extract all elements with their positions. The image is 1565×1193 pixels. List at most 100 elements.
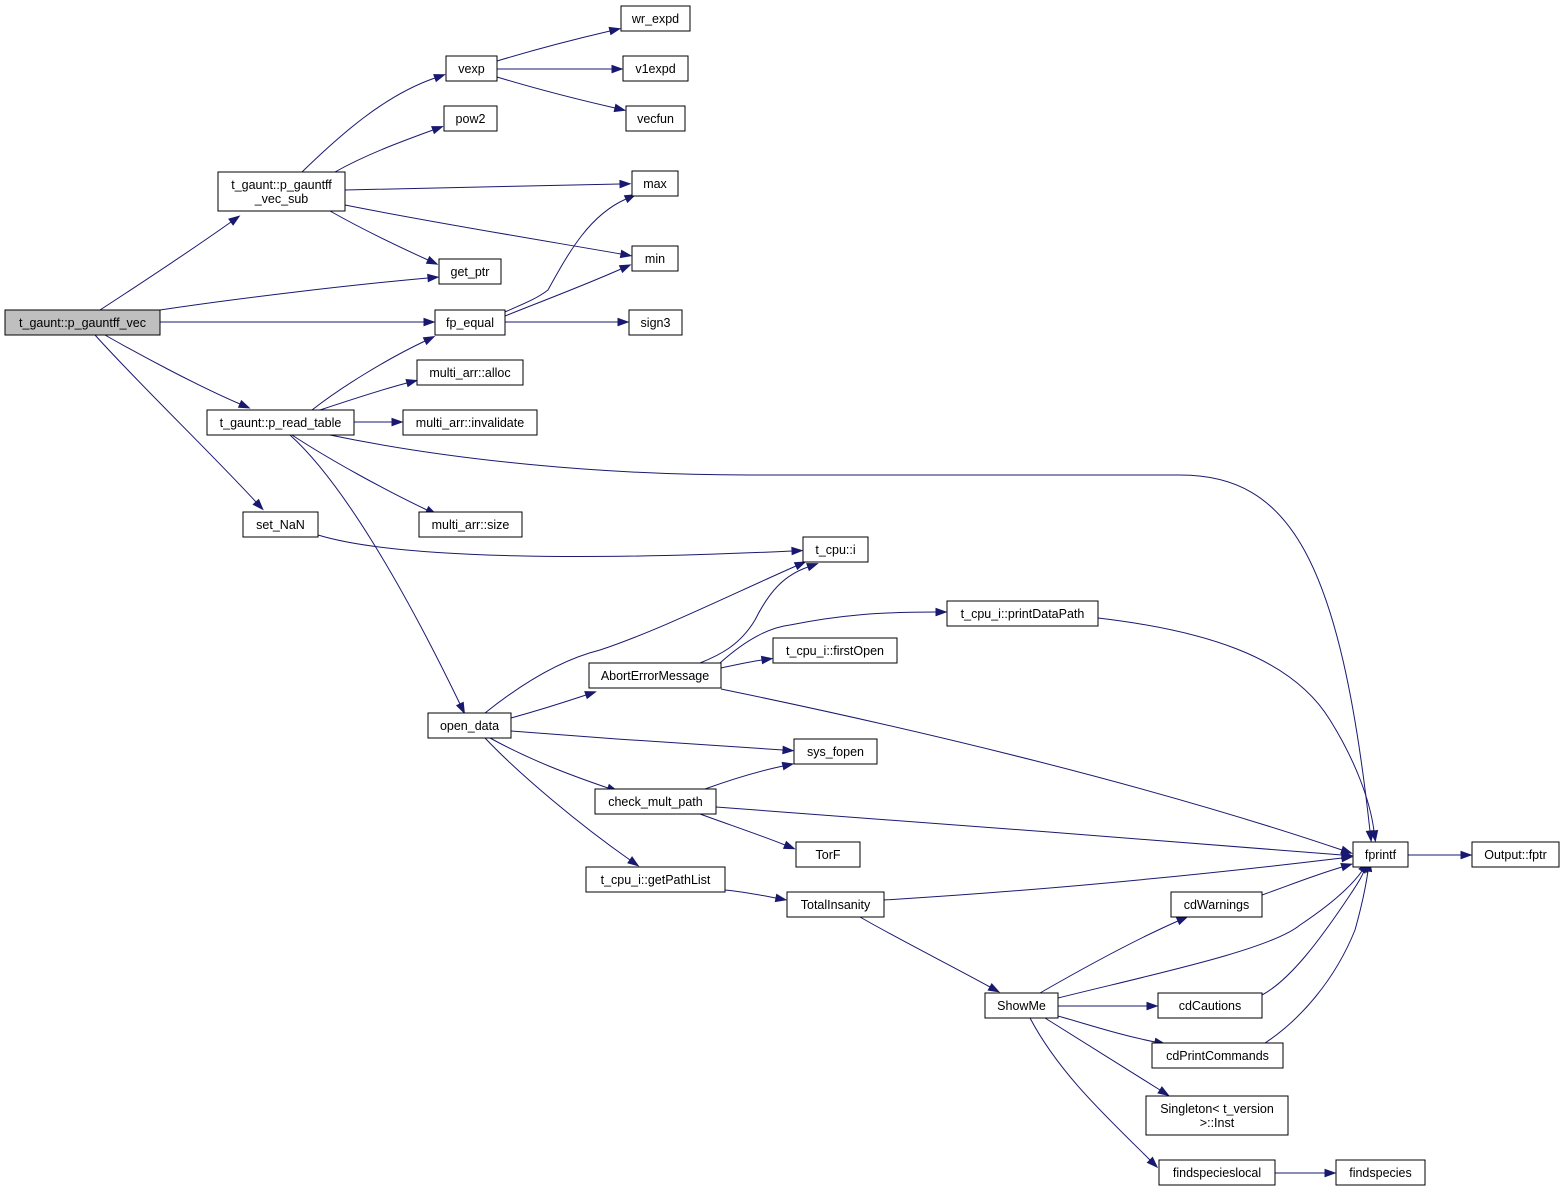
node-finds[interactable]: findspecies [1335, 1159, 1426, 1186]
node-box [802, 536, 869, 563]
node-getptr[interactable]: get_ptr [438, 258, 502, 285]
node-cdwarn[interactable]: cdWarnings [1170, 891, 1263, 918]
node-label: vexp [458, 62, 484, 76]
node-box [631, 170, 679, 197]
node-box [1158, 1159, 1276, 1186]
edge-line [1261, 866, 1343, 896]
node-box [786, 891, 885, 918]
node-cdcaut[interactable]: cdCautions [1157, 992, 1263, 1019]
node-opendata[interactable]: open_data [427, 712, 512, 739]
edge-sub-max [344, 179, 632, 191]
node-abort[interactable]: AbortErrorMessage [588, 662, 722, 689]
edge-arrowhead [1340, 853, 1354, 863]
edge-arrowhead [425, 255, 439, 265]
node-vexp[interactable]: vexp [445, 55, 498, 82]
node-label: findspecieslocal [1173, 1166, 1261, 1180]
node-root[interactable]: t_gaunt::p_gauntff_vec [4, 309, 161, 336]
node-box [793, 738, 878, 765]
node-box [1335, 1159, 1426, 1186]
edge-arrowhead [791, 546, 804, 556]
edge-checkmult-torf [699, 813, 796, 850]
edge-root-getptr [159, 273, 440, 311]
node-box [984, 992, 1059, 1019]
edge-line [724, 889, 777, 899]
node-size[interactable]: multi_arr::size [418, 511, 523, 538]
node-sign3[interactable]: sign3 [628, 309, 683, 336]
edge-line [883, 857, 1343, 901]
node-fprintf[interactable]: fprintf [1352, 841, 1409, 868]
node-v1[interactable]: v1expd [622, 55, 689, 82]
node-label: pow2 [456, 112, 486, 126]
edge-line [291, 434, 428, 511]
node-box [622, 55, 689, 82]
edge-line [1039, 920, 1179, 994]
node-box [946, 600, 1099, 627]
edge-vexp-wr [496, 26, 622, 62]
node-singleton[interactable]: Singleton< t_version>::Inst [1145, 1095, 1289, 1136]
node-label: max [643, 177, 667, 191]
node-wr[interactable]: wr_expd [620, 5, 691, 32]
node-getpath[interactable]: t_cpu_i::getPathList [585, 866, 726, 893]
node-findsl[interactable]: findspecieslocal [1158, 1159, 1276, 1186]
edge-arrowhead [619, 249, 633, 259]
edge-arrowhead [627, 856, 640, 867]
node-box [1151, 1042, 1284, 1069]
edge-arrowhead [987, 982, 1001, 993]
node-readtable[interactable]: t_gaunt::p_read_table [206, 409, 355, 436]
node-box [594, 788, 717, 815]
edge-line [1029, 1017, 1151, 1161]
node-label: t_cpu_i::printDataPath [961, 607, 1085, 621]
node-box [1471, 841, 1560, 868]
edge-line [334, 129, 434, 173]
node-tcpu[interactable]: t_cpu::i [802, 536, 869, 563]
edge-arrowhead [237, 399, 251, 409]
edge-arrowhead [228, 215, 241, 226]
node-box [585, 866, 726, 893]
edge-abort-printdp [719, 607, 948, 664]
node-torf[interactable]: TorF [795, 841, 861, 868]
node-printdp[interactable]: t_cpu_i::printDataPath [946, 600, 1099, 627]
node-sysfopen[interactable]: sys_fopen [793, 738, 878, 765]
node-label: check_mult_path [608, 795, 703, 809]
node-showme[interactable]: ShowMe [984, 992, 1059, 1019]
node-setnan[interactable]: set_NaN [242, 511, 319, 538]
node-box [217, 171, 346, 212]
edge-readtable-size [291, 434, 438, 515]
node-box [418, 511, 523, 538]
node-fpeq[interactable]: fp_equal [434, 309, 506, 336]
edge-sub-min [344, 204, 633, 259]
node-cdprint[interactable]: cdPrintCommands [1151, 1042, 1284, 1069]
node-label: TotalInsanity [801, 898, 871, 912]
edge-root-fpeq [160, 317, 436, 327]
node-checkmult[interactable]: check_mult_path [594, 788, 717, 815]
edge-fprintf-fptr [1408, 850, 1473, 860]
node-firstopen[interactable]: t_cpu_i::firstOpen [772, 637, 898, 664]
edge-line [704, 765, 784, 790]
node-label: get_ptr [451, 265, 490, 279]
edge-arrowhead [1146, 1001, 1159, 1011]
edge-line [1057, 870, 1363, 999]
node-invalidate[interactable]: multi_arr::invalidate [402, 409, 538, 436]
edge-readtable-opendata [289, 434, 466, 715]
edge-arrowhead [1175, 916, 1189, 926]
node-box [438, 258, 502, 285]
node-vecfun[interactable]: vecfun [625, 105, 686, 132]
node-pow2[interactable]: pow2 [443, 105, 498, 132]
edge-getpath-totalins [724, 889, 788, 903]
edge-arrowhead [618, 264, 632, 274]
node-totalins[interactable]: TotalInsanity [786, 891, 885, 918]
node-box [443, 105, 498, 132]
node-alloc[interactable]: multi_arr::alloc [416, 359, 524, 386]
edge-line [159, 277, 429, 311]
edge-fpeq-min [504, 264, 632, 317]
node-min[interactable]: min [631, 245, 679, 272]
node-sub[interactable]: t_gaunt::p_gauntff_vec_sub [217, 171, 346, 212]
edge-line [104, 334, 241, 405]
edge-arrowhead [455, 701, 466, 715]
edge-readtable-fpeq [311, 336, 436, 411]
edge-vexp-vecfun [496, 76, 627, 113]
node-fptr[interactable]: Output::fptr [1471, 841, 1560, 868]
node-max[interactable]: max [631, 170, 679, 197]
node-label: cdWarnings [1184, 898, 1250, 912]
node-label: >::Inst [1200, 1116, 1235, 1130]
